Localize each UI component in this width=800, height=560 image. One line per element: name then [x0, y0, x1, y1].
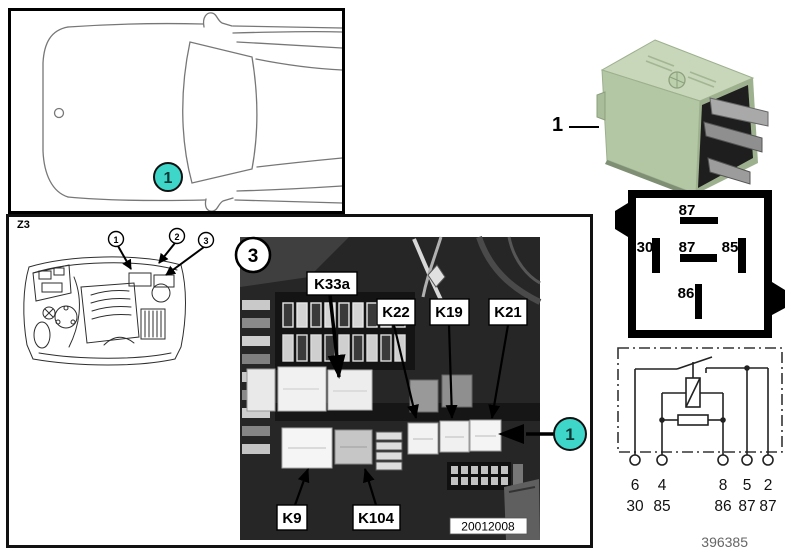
- engine-callouts: 1 2 3: [107, 227, 215, 276]
- pin-label-30: 30: [637, 239, 654, 256]
- relay-pin-diagram: 87 30 87 85 86: [615, 190, 785, 338]
- schematic-border: [617, 347, 783, 453]
- car-location-panel: 1: [8, 8, 345, 214]
- relay-callout-line: [569, 126, 599, 128]
- photo-section-marker-label: 3: [248, 246, 259, 267]
- relay-embossed-text: [645, 55, 717, 88]
- svg-text:6: 6: [631, 477, 640, 494]
- car-front-outline: [42, 26, 69, 198]
- svg-text:87: 87: [759, 498, 776, 515]
- car-mirror-top: [202, 12, 233, 28]
- photo-component-labels: K33a K22 K19 K21 K9 K104 20012008: [276, 271, 528, 535]
- label-k22: K22: [382, 304, 410, 321]
- pin-blade-30: [652, 238, 660, 273]
- car-body-top-line: [67, 22, 204, 28]
- pin-label-85: 85: [722, 239, 739, 256]
- svg-text:8: 8: [719, 477, 728, 494]
- car-top-view-sketch: 1: [42, 12, 342, 211]
- car-mirror-bottom: [204, 197, 234, 211]
- schematic-terminal-labels: 30 85 86 87 87: [626, 498, 776, 515]
- engine-callout-1: 1: [113, 235, 118, 245]
- schematic-wires: [634, 356, 769, 455]
- engine-callout-3: 3: [203, 236, 208, 246]
- pin-label-87-center: 87: [679, 239, 696, 256]
- schematic-terminals: [629, 454, 774, 466]
- pin-blade-87-top: [680, 217, 718, 224]
- relay-pin: [703, 121, 763, 153]
- callout-3-arrow: [165, 246, 205, 276]
- svg-text:5: 5: [743, 477, 752, 494]
- pin-label-86: 86: [678, 285, 695, 302]
- relay-pin: [709, 97, 769, 127]
- engine-bay-composite: 1 2 3: [23, 227, 587, 540]
- car-part-marker-label: 1: [164, 170, 173, 187]
- svg-text:87: 87: [738, 498, 755, 515]
- relay-photo: [596, 39, 769, 198]
- schematic-pin-numbers: 6 4 8 5 2: [631, 477, 773, 494]
- relay-clip: [596, 91, 606, 121]
- resistor-symbol: [677, 414, 709, 426]
- label-k104: K104: [358, 510, 395, 527]
- relay-schematic: 6 4 8 5 2 30 85 86 87 87: [617, 347, 783, 515]
- relay-module-k33a: [327, 369, 373, 411]
- hood-nozzle: [53, 107, 65, 119]
- photo-part-marker-label: 1: [565, 425, 574, 444]
- pin-label-87-top: 87: [679, 202, 696, 219]
- model-code-label: Z3: [17, 219, 30, 231]
- fuse-row-top: [282, 302, 406, 328]
- pin-blade-85: [738, 238, 746, 273]
- relay-callout-label[interactable]: 1: [552, 114, 564, 136]
- pin-blade-87-center: [680, 254, 717, 262]
- document-number: 396385: [701, 534, 748, 550]
- svg-text:4: 4: [658, 477, 667, 494]
- relay-bottom-shadow: [605, 160, 696, 198]
- svg-text:2: 2: [764, 477, 773, 494]
- car-windshield: [182, 41, 258, 184]
- engine-bay-panel: Z3: [6, 214, 593, 548]
- part-marker-arrow: [498, 424, 524, 444]
- callout-2-arrow: [158, 242, 176, 264]
- label-k19: K19: [435, 304, 463, 321]
- callout-1-arrow: [117, 245, 132, 270]
- label-k33a: K33a: [314, 276, 351, 293]
- photo-part-marker[interactable]: 1: [498, 417, 587, 451]
- label-k21: K21: [494, 304, 522, 321]
- relay-pin: [707, 157, 751, 185]
- svg-text:85: 85: [653, 498, 670, 515]
- car-part-marker[interactable]: 1: [153, 162, 183, 192]
- relay-module: [246, 368, 276, 412]
- svg-text:86: 86: [714, 498, 731, 515]
- engine-callout-2: 2: [174, 232, 179, 242]
- pin-blade-86: [695, 284, 702, 319]
- photo-section-marker: 3: [234, 236, 272, 274]
- fusebox-photo: K33a K22 K19 K21 K9 K104 20012008 3: [234, 236, 542, 540]
- svg-text:30: 30: [626, 498, 644, 515]
- photo-timestamp: 20012008: [461, 520, 515, 534]
- keying-tab-left: [615, 203, 628, 237]
- mini-fuse-stack: [375, 431, 403, 471]
- engine-bay-sketch: [23, 256, 186, 366]
- photo-leader-lines: [293, 294, 510, 506]
- fuse-row-bottom: [282, 334, 406, 362]
- keying-tab-right: [772, 282, 785, 315]
- label-k9: K9: [282, 510, 301, 527]
- relay-module: [441, 374, 473, 408]
